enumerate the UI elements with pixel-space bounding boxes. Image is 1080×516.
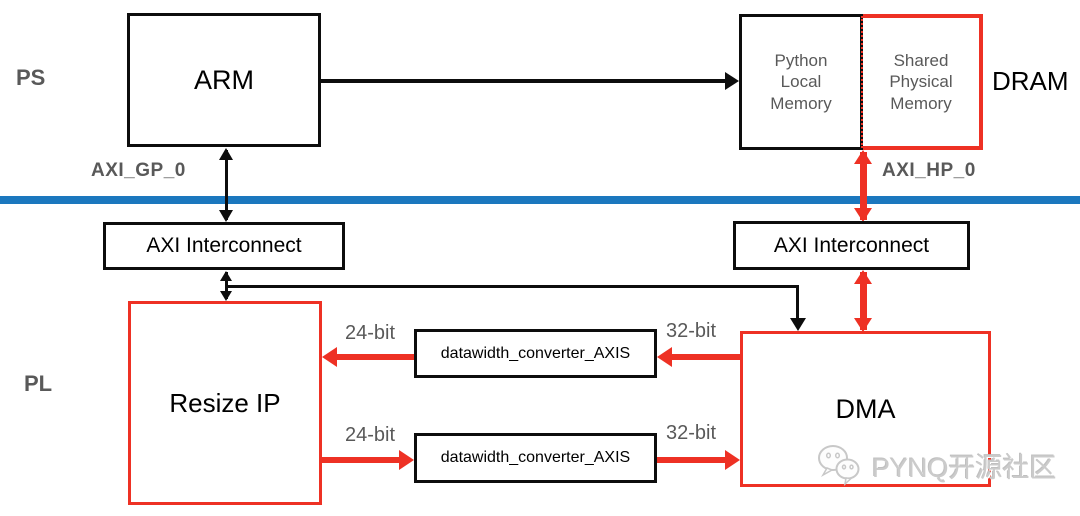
axi-interconnect-right-block: AXI Interconnect [733,221,970,270]
shared-physical-memory-label: Shared Physical Memory [889,51,953,113]
arm-block-label: ARM [194,64,254,95]
axi-gp-0-port-label: AXI_GP_0 [91,160,186,181]
arrowhead-left-icon [322,347,337,367]
datawidth-converter-top-block: datawidth_converter_AXIS [414,329,657,378]
arrowhead-up-icon [854,150,872,164]
dram-partition-dotted-line [861,16,863,148]
shared-physical-memory-block: Shared Physical Memory [863,14,983,150]
axi-hp-0-port-label: AXI_HP_0 [882,160,976,181]
arrowhead-down-icon [219,210,233,222]
datawidth-converter-bottom-block: datawidth_converter_AXIS [414,433,657,483]
datawidth-converter-top-label: datawidth_converter_AXIS [440,344,631,362]
python-local-memory-block: Python Local Memory [739,14,863,150]
ps-pl-divider-line [0,196,1080,204]
arrowhead-right-icon [725,450,740,470]
arrowhead-left-icon [657,347,672,367]
bus-width-label-bottom-left: 24-bit [345,424,396,446]
arm-block: ARM [127,13,321,147]
arrowhead-up-icon [219,148,233,160]
bus-width-label-top-right: 32-bit [666,320,717,342]
arrowhead-right-icon [399,450,414,470]
region-label-pl: PL [24,371,53,396]
axi-interconnect-left-label: AXI Interconnect [146,234,302,257]
resize-ip-label: Resize IP [169,387,281,418]
python-local-memory-label: Python Local Memory [770,51,832,113]
watermark-text: PYNQ开源社区 [872,452,1057,483]
wechat-icon [816,444,864,487]
region-label-ps: PS [16,65,46,90]
watermark: PYNQ开源社区 [816,444,1057,487]
dma-label: DMA [835,393,896,424]
arrowhead-down-icon [790,318,806,331]
arrowhead-up-icon [220,271,232,281]
axi-interconnect-right-label: AXI Interconnect [773,233,930,257]
bus-width-label-bottom-right: 32-bit [666,422,717,444]
arrowhead-down-icon [854,318,872,332]
bus-width-label-top-left: 24-bit [345,322,396,344]
dram-label: DRAM [992,66,1069,96]
arrowhead-up-icon [854,270,872,284]
arrowhead-down-icon [854,208,872,222]
arrowhead-down-icon [220,291,232,301]
dma-block: DMA [740,331,991,487]
axi-interconnect-left-block: AXI Interconnect [103,222,345,270]
datawidth-converter-bottom-label: datawidth_converter_AXIS [440,449,631,466]
arrowhead-right-icon [725,72,739,90]
resize-ip-block: Resize IP [128,301,322,505]
